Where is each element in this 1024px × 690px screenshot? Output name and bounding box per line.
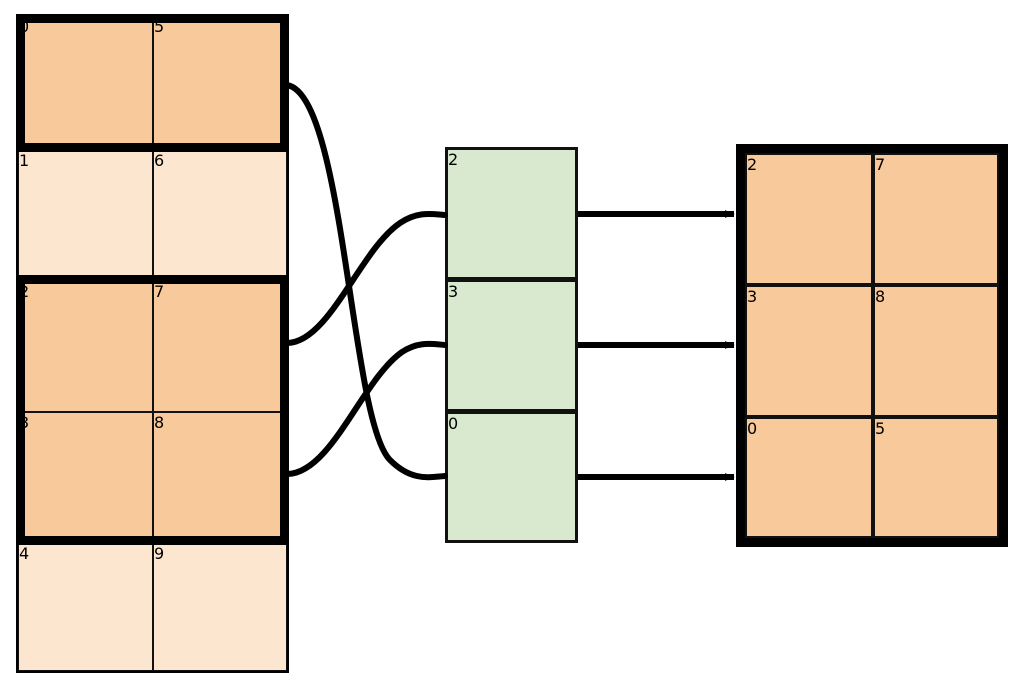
index-vector-column: 2 3 0 (445, 147, 578, 543)
source-cell-r1c1: 6 (153, 150, 287, 281)
source-cell-r3c0: 3 (18, 412, 153, 543)
index-cell-2: 0 (445, 411, 578, 543)
connector-row0-to-slot2 (284, 82, 448, 481)
index-cell-1: 3 (445, 279, 578, 412)
connector-row2-to-slot0 (285, 210, 448, 346)
source-array-table: 0 5 1 6 2 7 3 8 4 9 (16, 14, 289, 673)
result-cell-r0c0: 2 (745, 153, 873, 285)
source-cell-r2c1: 7 (153, 281, 287, 412)
source-cell-r4c0: 4 (18, 543, 153, 671)
result-cell-r1c0: 3 (745, 285, 873, 417)
result-cell-r2c1: 5 (873, 417, 999, 538)
source-cell-r0c1: 5 (153, 16, 287, 150)
index-cell-0: 2 (445, 147, 578, 280)
source-cell-r0c0: 0 (18, 16, 153, 150)
connector-row3-to-slot1 (285, 340, 448, 477)
source-cell-r2c0: 2 (18, 281, 153, 412)
source-cell-r1c0: 1 (18, 150, 153, 281)
result-cell-r0c1: 7 (873, 153, 999, 285)
result-array-table: 2 7 3 8 0 5 (736, 144, 1008, 547)
result-cell-r1c1: 8 (873, 285, 999, 417)
source-cell-r4c1: 9 (153, 543, 287, 671)
source-cell-r3c1: 8 (153, 412, 287, 543)
result-cell-r2c0: 0 (745, 417, 873, 538)
